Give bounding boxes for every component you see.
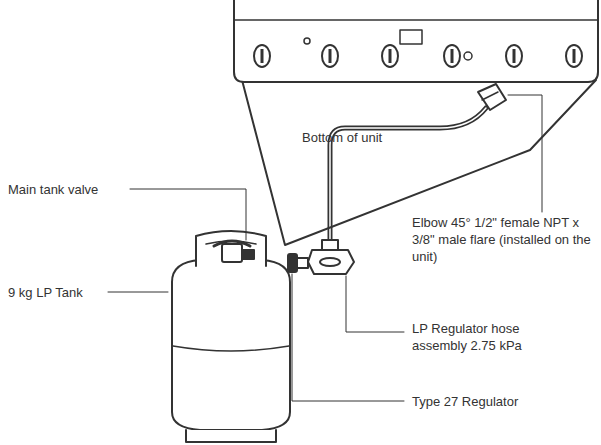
igniter-button bbox=[464, 52, 472, 60]
display-window bbox=[400, 30, 422, 44]
leader-type27 bbox=[292, 274, 404, 401]
knob-grip bbox=[451, 49, 454, 63]
node-label: Bottom of unit bbox=[302, 130, 382, 145]
leader-lines bbox=[108, 95, 542, 401]
leader-tank bbox=[108, 292, 168, 293]
callout-label: Type 27 Regulator bbox=[412, 393, 518, 410]
valve-handwheel bbox=[214, 241, 250, 246]
leader-main-valve bbox=[130, 189, 246, 240]
hose-ferrule bbox=[322, 240, 338, 250]
valve-outlet bbox=[242, 250, 254, 259]
control-knob bbox=[382, 45, 398, 67]
tank-seam bbox=[173, 346, 289, 351]
tank-collar bbox=[196, 231, 266, 266]
leader-hose-assembly bbox=[346, 276, 404, 332]
elbow-fitting-ring bbox=[482, 92, 498, 100]
knob-grip bbox=[329, 49, 332, 63]
grill-outline bbox=[230, 0, 601, 250]
control-knob bbox=[322, 45, 338, 67]
knob-grip bbox=[573, 49, 576, 63]
main-tank-valve bbox=[222, 244, 242, 262]
callout-label: 9 kg LP Tank bbox=[8, 284, 83, 301]
grill-unit: Bottom of unit bbox=[230, 0, 601, 250]
lp-regulator bbox=[308, 250, 354, 274]
control-knob bbox=[506, 45, 522, 67]
control-knob bbox=[566, 45, 582, 67]
type27-coupling bbox=[288, 254, 297, 272]
knob-grip bbox=[513, 49, 516, 63]
indicator-light bbox=[304, 38, 310, 44]
knob-grip bbox=[389, 49, 392, 63]
callout-label: LP Regulator hose assembly 2.75 kPa bbox=[412, 320, 547, 354]
lp-tank-body bbox=[172, 260, 290, 430]
callout-label: Elbow 45° 1/2" female NPT x 3/8" male fl… bbox=[412, 214, 594, 265]
panel-edge bbox=[234, 19, 598, 21]
control-knob bbox=[254, 45, 270, 67]
elbow-fitting bbox=[478, 84, 506, 110]
callout-label: Main tank valve bbox=[8, 181, 98, 198]
control-knob bbox=[444, 45, 460, 67]
regulator-dome bbox=[320, 258, 340, 266]
leader-elbow bbox=[508, 95, 542, 212]
control-panel bbox=[234, 0, 598, 82]
tank-foot-ring bbox=[186, 430, 276, 442]
knob-grip bbox=[261, 49, 264, 63]
